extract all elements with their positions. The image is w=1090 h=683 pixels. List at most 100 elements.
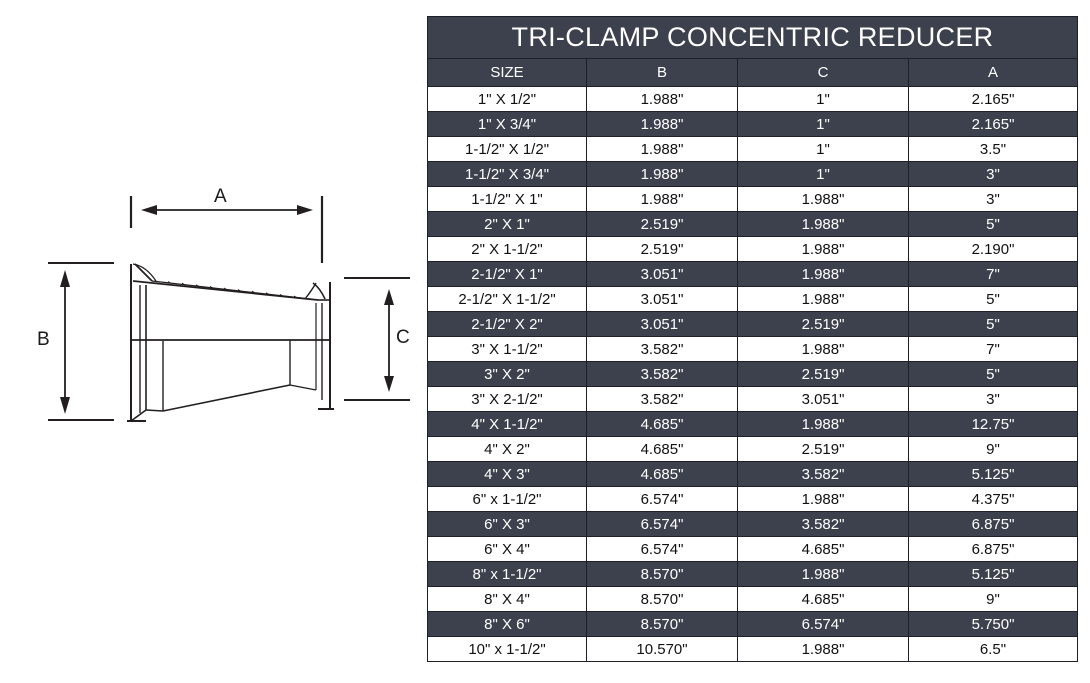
body-right-flange-bead [312,282,326,300]
cell-b: 6.574" [586,486,738,512]
cell-b: 4.685" [586,461,738,487]
table-row: 3" X 1-1/2"3.582"1.988"7" [427,336,1078,362]
cell-c: 4.685" [737,586,909,612]
cell-c: 3.582" [737,461,909,487]
cell-b: 1.988" [586,186,738,212]
cell-b: 10.570" [586,636,738,662]
cell-size: 6" x 1-1/2" [427,486,587,512]
cell-b: 8.570" [586,561,738,587]
cell-c: 1.988" [737,186,909,212]
cell-size: 6" X 3" [427,511,587,537]
cell-a: 7" [908,261,1078,287]
body-left-flange-bead [132,263,157,282]
cell-a: 3" [908,161,1078,187]
cell-a: 2.165" [908,86,1078,112]
dimension-label-c: C [396,327,411,348]
cell-b: 2.519" [586,236,738,262]
table-row: 1-1/2" X 1"1.988"1.988"3" [427,186,1078,212]
cell-b: 8.570" [586,611,738,637]
table-row: 3" X 2"3.582"2.519"5" [427,361,1078,387]
cell-c: 1.988" [737,336,909,362]
table-row: 10" x 1-1/2"10.570"1.988"6.5" [427,636,1078,662]
cell-size: 8" X 4" [427,586,587,612]
b-arrow-bottom [60,397,70,414]
cell-a: 5.750" [908,611,1078,637]
cell-a: 6.875" [908,511,1078,537]
cell-size: 3" X 2" [427,361,587,387]
table-row: 4" X 3"4.685"3.582"5.125" [427,461,1078,487]
cell-c: 2.519" [737,436,909,462]
cell-c: 1.988" [737,236,909,262]
cell-a: 5" [908,211,1078,237]
table-row: 4" X 1-1/2"4.685"1.988"12.75" [427,411,1078,437]
cell-a: 6.875" [908,536,1078,562]
a-arrow-left [141,205,157,215]
cell-b: 3.582" [586,386,738,412]
cell-b: 1.988" [586,86,738,112]
column-header-a: A [908,58,1078,87]
cell-a: 5" [908,311,1078,337]
cell-a: 12.75" [908,411,1078,437]
reducer-drawing-svg [48,196,410,422]
cell-c: 1.988" [737,486,909,512]
cell-c: 1.988" [737,411,909,437]
table-row: 8" X 6"8.570"6.574"5.750" [427,611,1078,637]
cell-c: 1.988" [737,286,909,312]
cell-size: 8" x 1-1/2" [427,561,587,587]
b-arrow-top [60,270,70,287]
cell-b: 1.988" [586,136,738,162]
body-taper-to-right-flange [289,384,317,391]
body-left-flange-chamfer [134,263,153,282]
table-title: TRI-CLAMP CONCENTRIC REDUCER [427,16,1078,59]
table-row: 3" X 2-1/2"3.582"3.051"3" [427,386,1078,412]
cell-size: 4" X 2" [427,436,587,462]
table-row: 6" X 4"6.574"4.685"6.875" [427,536,1078,562]
cell-c: 4.685" [737,536,909,562]
cell-size: 3" X 2-1/2" [427,386,587,412]
cell-c: 2.519" [737,361,909,387]
body-left-flange-taper [130,409,147,422]
cell-a: 2.190" [908,236,1078,262]
cell-b: 3.051" [586,311,738,337]
cell-b: 1.988" [586,111,738,137]
cell-size: 10" x 1-1/2" [427,636,587,662]
cell-c: 3.051" [737,386,909,412]
cell-size: 2" X 1-1/2" [427,236,587,262]
cell-b: 3.051" [586,286,738,312]
table-row: 2" X 1-1/2"2.519"1.988"2.190" [427,236,1078,262]
cell-size: 4" X 1-1/2" [427,411,587,437]
table-row: 2-1/2" X 1"3.051"1.988"7" [427,261,1078,287]
cell-c: 1" [737,111,909,137]
cell-c: 3.582" [737,511,909,537]
body-taper-slope [162,384,291,412]
cell-b: 6.574" [586,536,738,562]
cell-a: 4.375" [908,486,1078,512]
cell-b: 8.570" [586,586,738,612]
cell-c: 1" [737,86,909,112]
table-row: 1" X 1/2"1.988"1"2.165" [427,86,1078,112]
cell-a: 3" [908,186,1078,212]
cell-size: 1-1/2" X 1/2" [427,136,587,162]
table-row: 2-1/2" X 1-1/2"3.051"1.988"5" [427,286,1078,312]
table-row: 4" X 2"4.685"2.519"9" [427,436,1078,462]
cell-b: 4.685" [586,436,738,462]
spec-table-container: TRI-CLAMP CONCENTRIC REDUCER SIZE B C A … [427,16,1078,677]
column-header-size: SIZE [427,58,587,87]
cell-a: 6.5" [908,636,1078,662]
cell-a: 9" [908,586,1078,612]
table-row: 2" X 1"2.519"1.988"5" [427,211,1078,237]
c-arrow-bottom [384,376,394,392]
a-arrow-right [297,205,313,215]
cell-size: 1" X 3/4" [427,111,587,137]
cell-a: 2.165" [908,111,1078,137]
cell-a: 5.125" [908,461,1078,487]
body-top-band-lower [151,280,311,300]
cell-a: 7" [908,336,1078,362]
cell-b: 6.574" [586,511,738,537]
dimension-label-a: A [214,186,228,207]
cell-size: 3" X 1-1/2" [427,336,587,362]
cell-a: 5.125" [908,561,1078,587]
table-row: 1-1/2" X 3/4"1.988"1"3" [427,161,1078,187]
cell-c: 6.574" [737,611,909,637]
cell-a: 3" [908,386,1078,412]
